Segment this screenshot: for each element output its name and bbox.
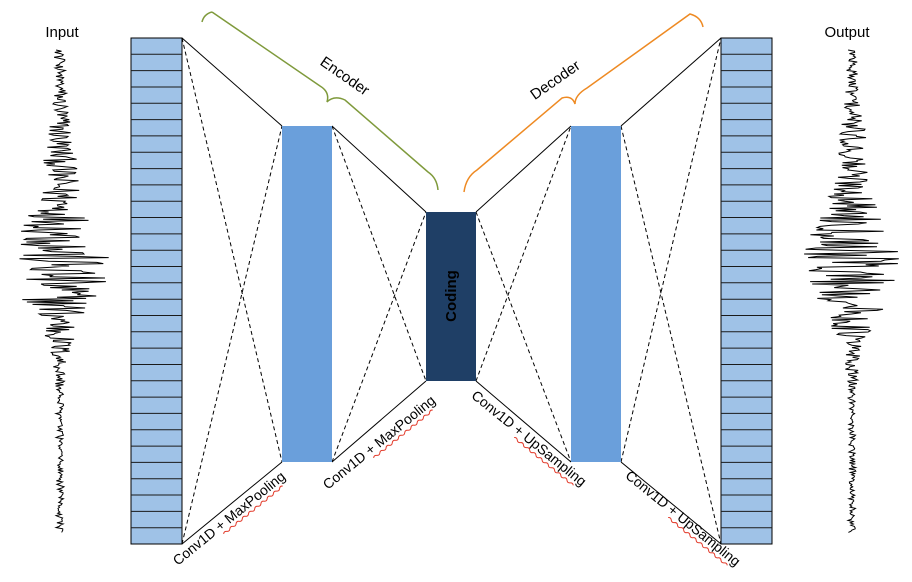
connection-lines (181, 37, 722, 545)
decoder-label: Decoder (527, 57, 583, 103)
spellcheck-underline (223, 485, 283, 534)
encoder-label: Encoder (317, 53, 373, 99)
output-waveform-icon (804, 49, 899, 533)
layer2-label: Conv1D + MaxPooling (320, 392, 439, 492)
spellcheck-underline (668, 517, 728, 566)
spellcheck-underline (514, 437, 574, 486)
coding-layer (426, 212, 476, 381)
output-label: Output (824, 24, 870, 41)
input-label: Input (45, 24, 79, 41)
spellcheck-underline (373, 409, 433, 458)
coding-label: Coding (443, 270, 460, 322)
output-layer (720, 37, 773, 545)
input-layer (130, 37, 183, 545)
svg-text:Conv1D + MaxPooling: Conv1D + MaxPooling (320, 392, 439, 492)
input-waveform-icon (19, 49, 109, 533)
svg-text:Conv1D + MaxPooling: Conv1D + MaxPooling (170, 468, 289, 568)
encoder-hidden-layer (282, 126, 332, 462)
layer1-label: Conv1D + MaxPooling (170, 468, 289, 568)
decoder-hidden-layer (571, 126, 621, 462)
